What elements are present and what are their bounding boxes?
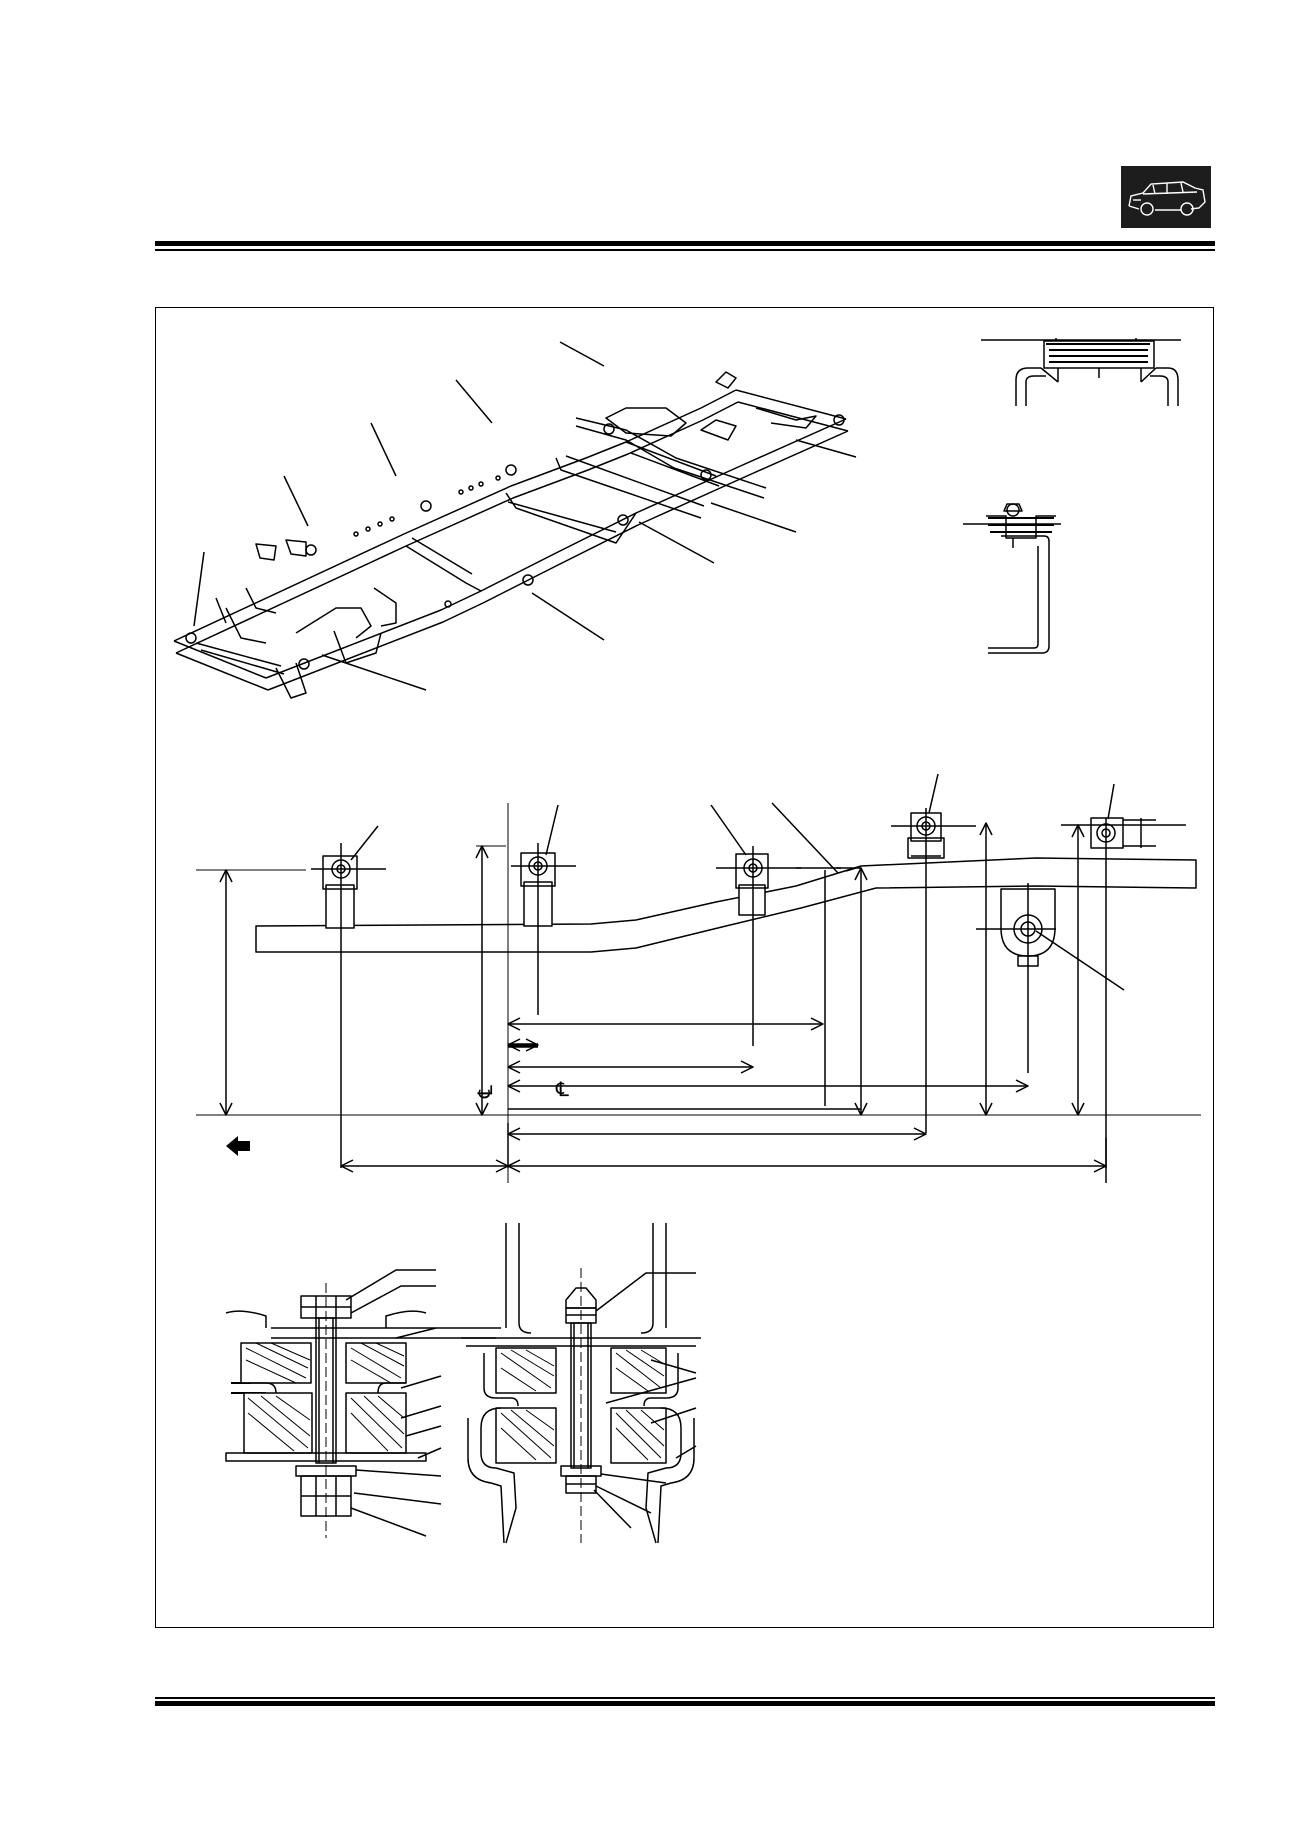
body-mount-bolt-section-1 [225,1269,501,1538]
header-rule-thin [155,249,1215,251]
centerline-symbol-vertical: ℄ [473,1085,497,1099]
header-rule-thick [155,241,1215,246]
body-mount-bolt-section-2 [461,1223,701,1544]
vehicle-badge [1121,166,1211,228]
mount-section-detail-a [981,338,1181,406]
arrow-left-icon [226,1136,250,1156]
frame-side-elevation [196,773,1201,1183]
chassis-frame-diagram: ℄ ℄ [173,338,1201,1544]
vehicle-suv-icon [1128,181,1206,216]
centerline-symbol-horizontal: ℄ [555,1077,569,1101]
footer-rule-thick [155,1701,1215,1706]
figure-frame: ℄ ℄ [155,307,1214,1628]
footer-rule-thin [155,1697,1215,1699]
chassis-isometric-view [173,341,857,699]
mount-section-detail-b [963,503,1061,654]
